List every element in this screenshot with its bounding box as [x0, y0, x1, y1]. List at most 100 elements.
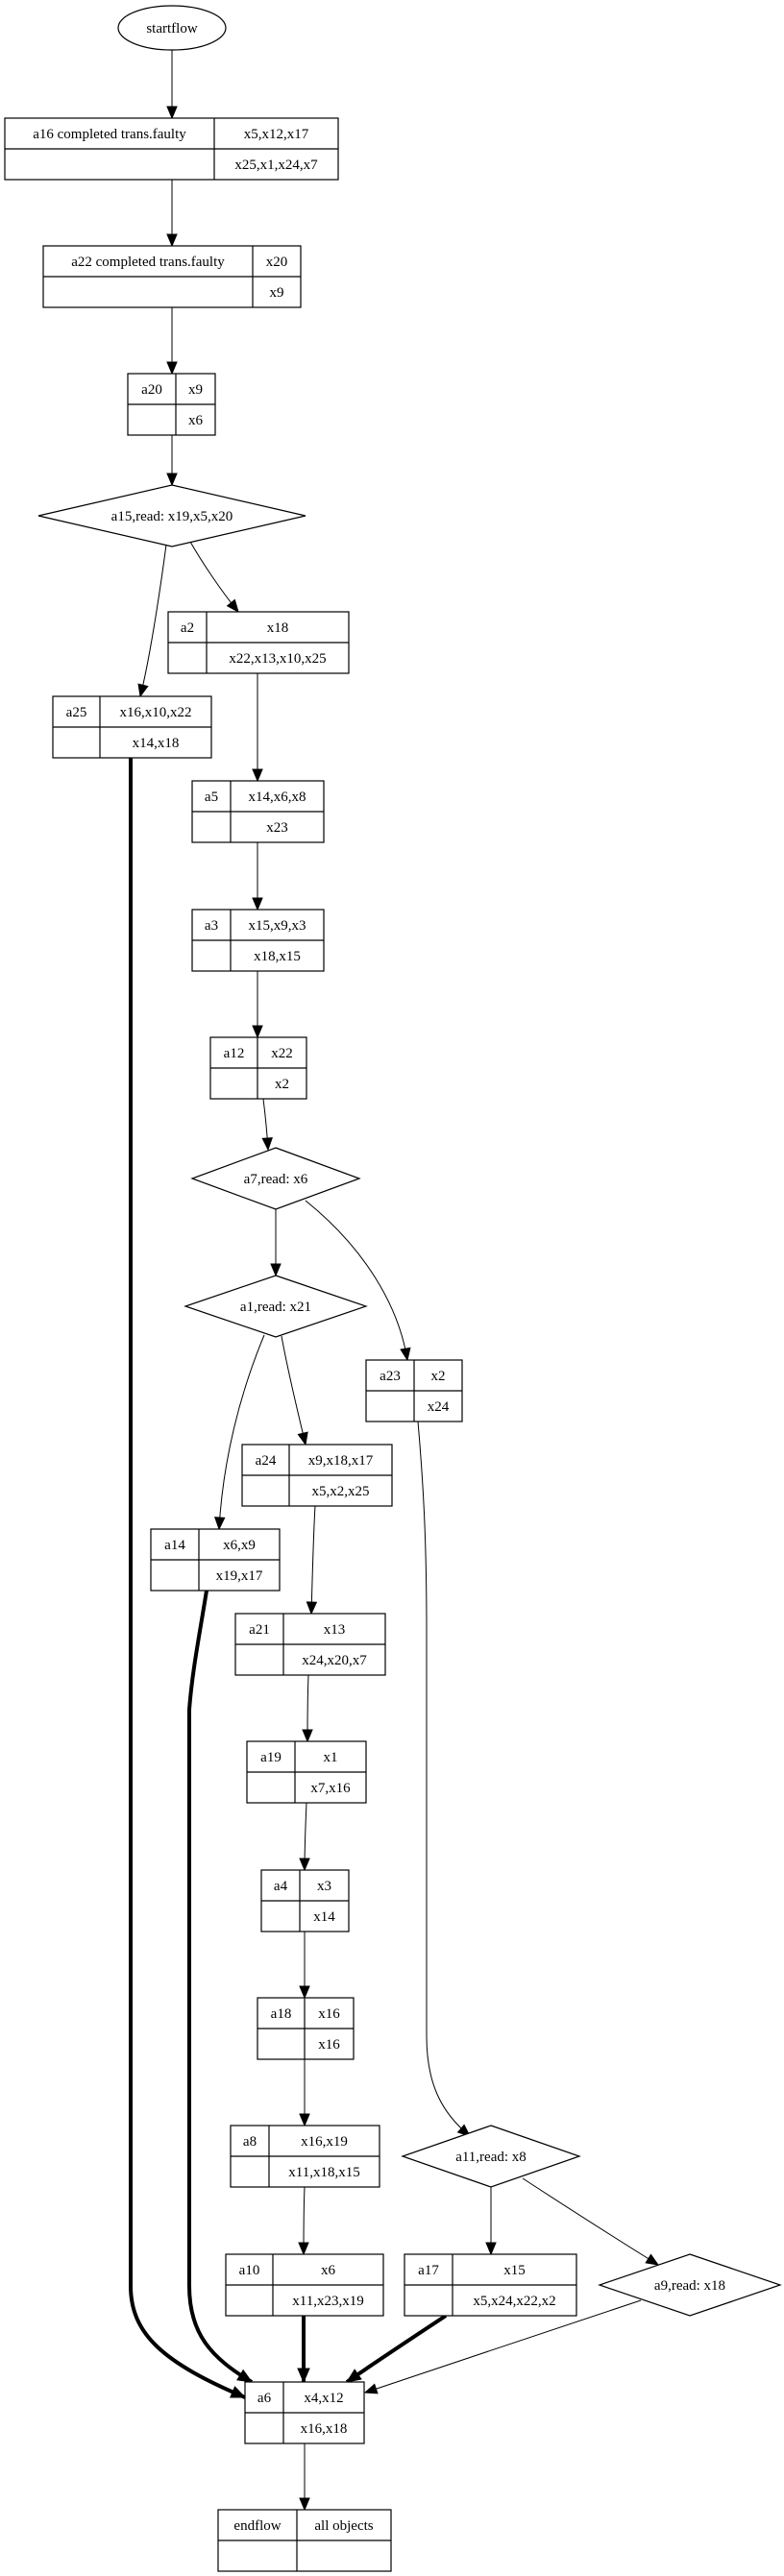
node-name: a25: [66, 705, 87, 720]
decision-label: a1,read: x21: [240, 1300, 311, 1315]
edge-a1-to-a14: [214, 1334, 265, 1531]
node-a11[interactable]: a11,read: x8: [401, 2125, 581, 2188]
node-top-vars: x9: [188, 382, 203, 398]
decision-diamond: [190, 1147, 361, 1210]
node-a18[interactable]: a18 x16 x16: [257, 1997, 355, 2060]
node-a15[interactable]: a15,read: x19,x5,x20: [37, 484, 306, 547]
node-name: a10: [239, 2263, 260, 2278]
node-top-vars: x1: [324, 1750, 338, 1765]
edge-a7-to-a1: [270, 1209, 282, 1277]
node-bottom-vars: x5,x24,x22,x2: [473, 2294, 555, 2309]
arrowhead-icon: [297, 2368, 310, 2384]
node-a9[interactable]: a9,read: x18: [598, 2253, 782, 2317]
node-bottom-vars: x19,x17: [216, 1568, 263, 1584]
edge-a1-to-a24: [281, 1335, 308, 1446]
node-bottom-vars: x24,x20,x7: [302, 1653, 367, 1668]
edge-a24-to-a21: [306, 1505, 318, 1616]
arrowhead-icon: [252, 897, 263, 911]
arrowhead-icon: [137, 683, 149, 698]
node-a1[interactable]: a1,read: x21: [184, 1275, 368, 1338]
node-name: a17: [418, 2263, 439, 2278]
node-bottom-vars: x11,x23,x19: [292, 2294, 363, 2309]
decision-diamond: [598, 2253, 782, 2317]
edge-line: [310, 1505, 316, 1615]
node-top-vars: x22: [271, 1046, 293, 1061]
node-bottom-vars: x11,x18,x15: [288, 2165, 359, 2180]
arrowhead-icon: [345, 2369, 362, 2383]
node-bottom-vars: x18,x15: [254, 949, 301, 964]
decision-diamond: [184, 1275, 368, 1338]
node-name: a22 completed trans.faulty: [71, 255, 225, 270]
node-name: a5: [205, 790, 218, 805]
decision-diamond: [401, 2125, 581, 2188]
node-name: a20: [141, 382, 162, 398]
node-name: a18: [271, 2006, 292, 2022]
arrowhead-icon: [226, 598, 239, 614]
node-bottom-vars: x6: [188, 413, 204, 428]
node-bottom-vars: x16: [318, 2037, 340, 2053]
edge-line: [417, 1421, 471, 2137]
edge-a9-to-a6: [363, 2299, 642, 2394]
edge-a20-to-a15: [166, 435, 178, 487]
arrowhead-icon: [299, 2113, 310, 2127]
edge-a7-to-a23: [305, 1200, 411, 1362]
edges-layer: [129, 50, 660, 2512]
edge-a14-to-a6: [187, 1590, 254, 2384]
edge-a23-to-a11: [417, 1421, 471, 2137]
edge-a17-to-a6: [345, 2314, 448, 2384]
arrowhead-icon: [298, 2242, 309, 2256]
edge-line: [139, 544, 167, 697]
node-name: a19: [260, 1750, 282, 1765]
node-bottom-vars: x14,x18: [133, 736, 180, 751]
node-name: a16 completed trans.faulty: [33, 127, 186, 142]
node-name: a24: [256, 1453, 277, 1469]
arrowhead-icon: [306, 1601, 318, 1616]
edge-line: [364, 2299, 642, 2394]
node-bottom-vars: x24: [428, 1399, 450, 1415]
edge-a25-to-a6: [129, 758, 247, 2399]
edge-a15-to-a25: [137, 544, 167, 698]
node-name: a8: [243, 2134, 257, 2150]
edge-a19-to-a4: [299, 1802, 310, 1872]
arrowhead-icon: [299, 1858, 310, 1872]
node-top-vars: x6,x9: [223, 1538, 256, 1553]
node-bottom-vars: x2: [275, 1077, 289, 1092]
decision-label: a9,read: x18: [654, 2278, 725, 2294]
edge-a12-to-a7: [261, 1098, 273, 1152]
node-a20[interactable]: a20 x9 x6: [127, 373, 216, 436]
edge-a8-to-a10: [298, 2186, 309, 2256]
node-top-vars: x16: [318, 2006, 340, 2022]
node-name: a23: [380, 1369, 401, 1384]
edge-a5-to-a3: [252, 842, 263, 911]
arrowhead-icon: [363, 2383, 379, 2394]
edge-line: [189, 541, 239, 613]
edge-line: [305, 1200, 408, 1361]
edge-a15-to-a2: [189, 541, 239, 614]
node-startflow[interactable]: startflow: [117, 5, 227, 51]
node-top-vars: x15,x9,x3: [249, 918, 306, 934]
node-a7[interactable]: a7,read: x6: [190, 1147, 361, 1210]
node-name: a2: [181, 620, 194, 636]
edge-a10-to-a6: [297, 2316, 310, 2384]
edge-a6-to-endflow: [299, 2443, 310, 2512]
arrowhead-icon: [645, 2253, 660, 2266]
